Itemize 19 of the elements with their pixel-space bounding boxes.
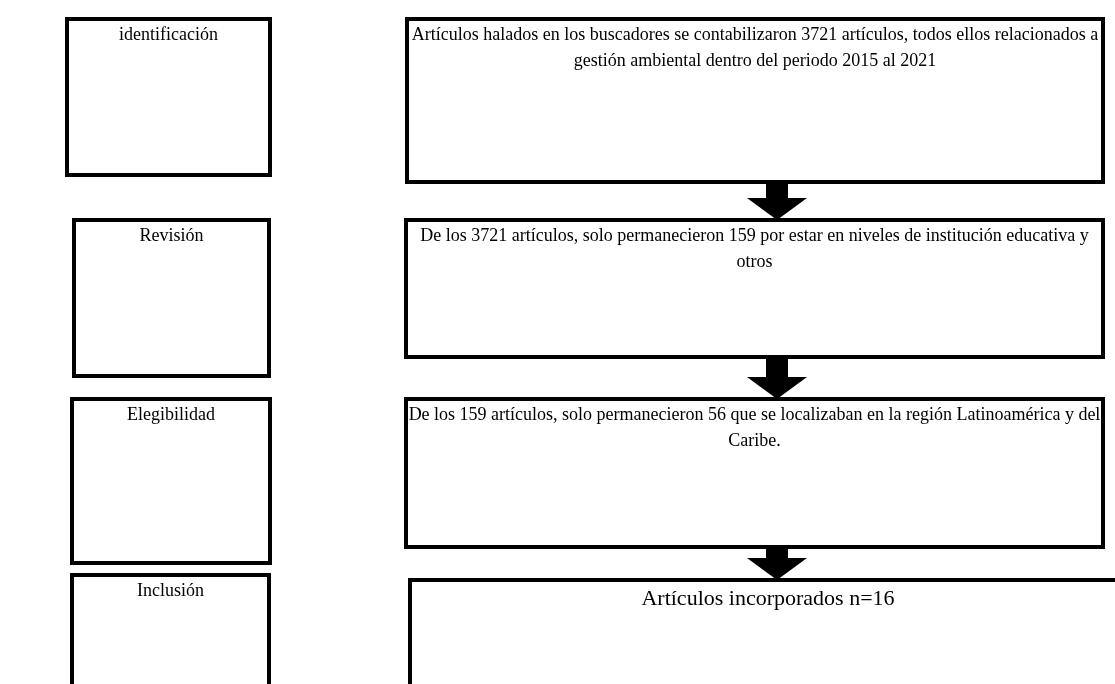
step-description: De los 159 artículos, solo permanecieron 56 que se localizaban en la región Latinoamérica y del Caribe.: [408, 403, 1101, 453]
process-box: [404, 218, 1105, 359]
process-box: [404, 397, 1105, 549]
block-arrow: [747, 549, 807, 580]
block-arrow: [747, 359, 807, 399]
block-arrow: [747, 184, 807, 220]
step-description: De los 3721 artículos, solo permanecieron 159 por estar en niveles de institución educativa y otros: [419, 224, 1090, 274]
step-description: Artículos halados en los buscadores se contabilizaron 3721 artículos, todos ellos relacionados a gestión ambiental dentro del periodo 2015 al 2021: [410, 23, 1100, 73]
stage-box: [65, 17, 272, 177]
stage-label: Revisión: [138, 224, 205, 247]
stage-box: [72, 218, 271, 378]
stage-label: Elegibilidad: [126, 403, 216, 426]
stage-box: [70, 397, 272, 565]
process-box: [408, 578, 1115, 684]
stage-label: identificación: [118, 23, 219, 46]
process-box: [405, 17, 1105, 184]
stage-box: [70, 573, 271, 684]
stage-label: Inclusión: [136, 579, 205, 602]
step-description: Artículos incorporados n=16: [640, 584, 896, 612]
